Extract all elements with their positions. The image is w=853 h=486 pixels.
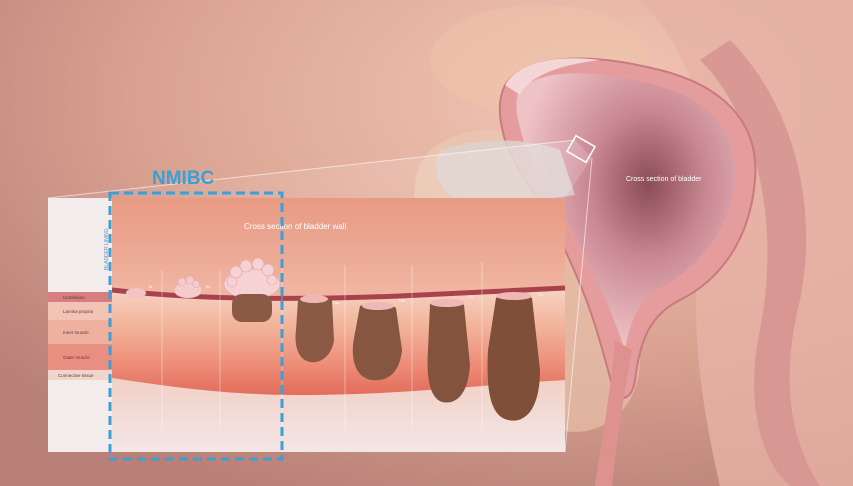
bladder-caption: Cross section of bladder [626,176,702,183]
tumor-t1-invasion [232,294,272,322]
tumor-ta [126,288,146,298]
layer-label-lamina: Lamina propria [63,309,94,314]
stage-label-tis: Tis [205,284,210,289]
tumor-t2a [296,297,334,362]
stage-label-t2b: T2b [398,298,406,303]
stage-label-t4: T4 [538,292,543,297]
layer-label-outer-muscle: Outer muscle [63,355,90,360]
nmibc-label: NMIBC [152,168,215,189]
tumor-t2b [353,304,402,381]
wall-caption: Cross section of bladder wall [244,222,346,231]
layer-label-inner-muscle: Inner muscle [63,330,89,335]
stage-label-t3: T3 [468,294,473,299]
stage-label-t2a: T2a [332,300,340,305]
tumor-t4 [488,294,540,421]
layer-label-connective: Connective tissue [58,373,94,378]
wall-panel: Urothelium Lamina propria Inner muscle O… [48,198,565,452]
tumor-t3 [428,301,470,402]
layer-label-urothelium: Urothelium [63,295,85,300]
